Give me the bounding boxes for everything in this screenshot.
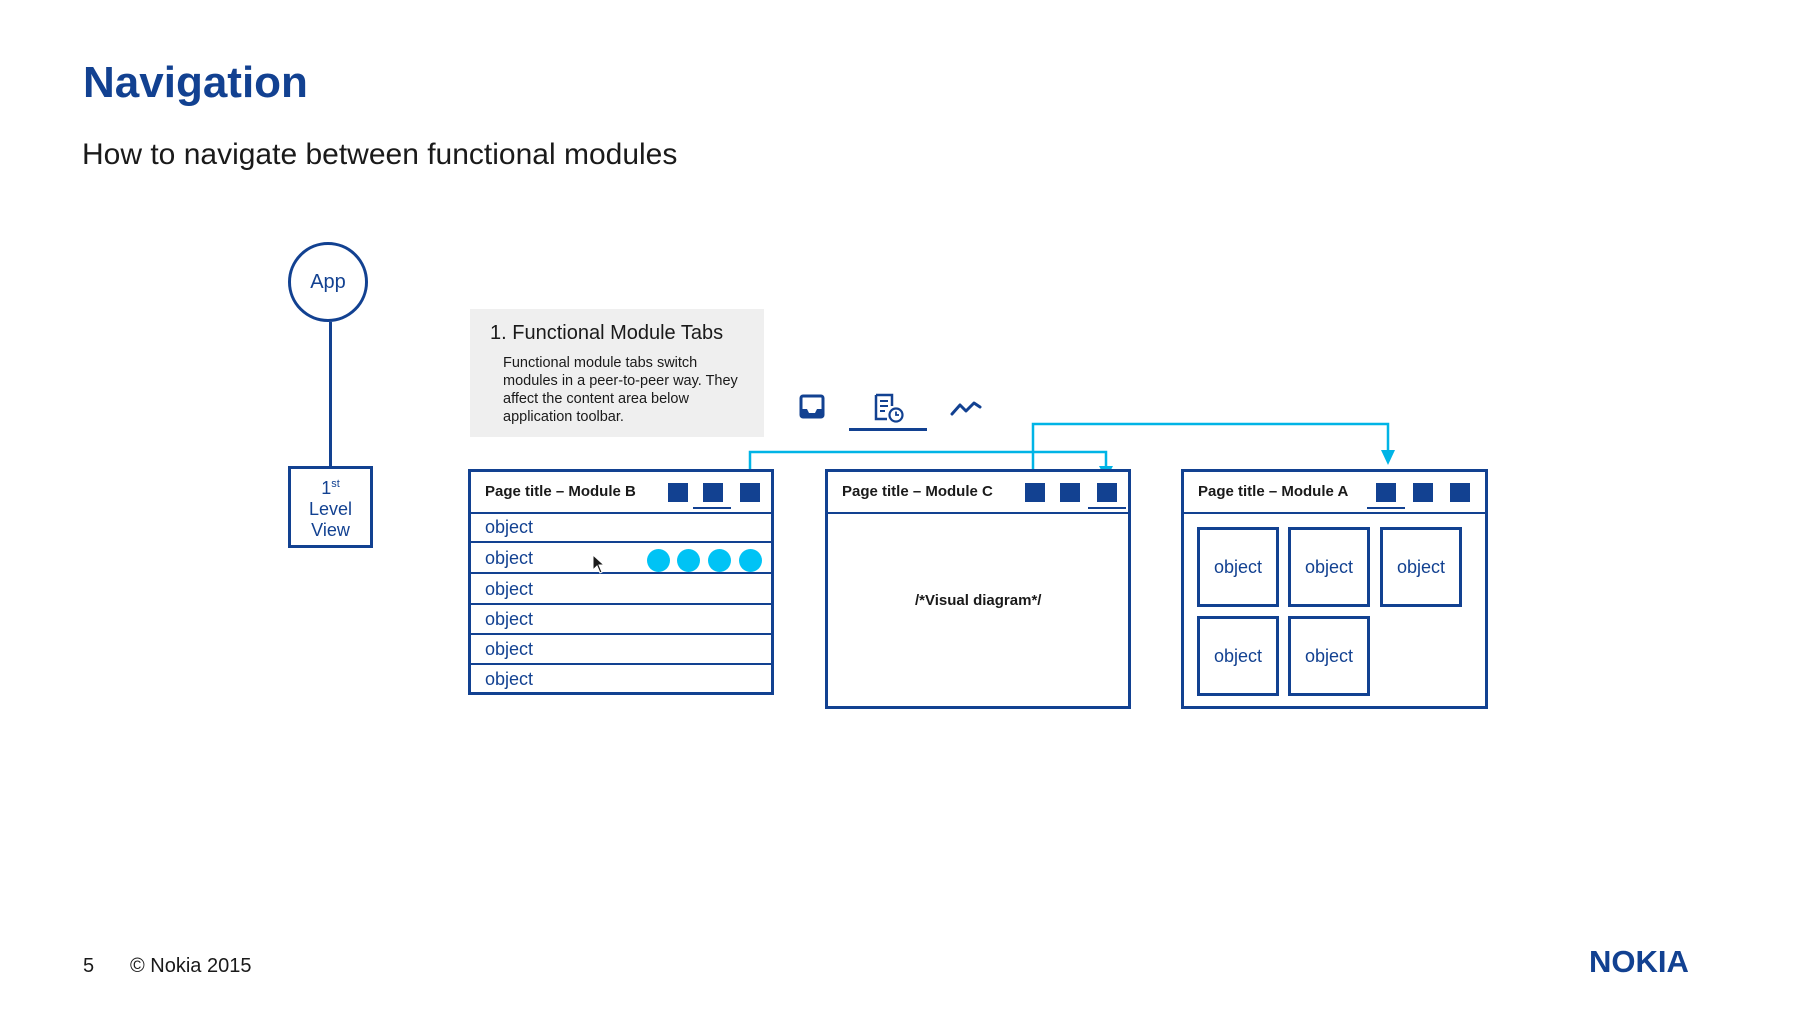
module-c-tab-2[interactable] bbox=[1060, 483, 1080, 502]
module-c-tab-1[interactable] bbox=[1025, 483, 1045, 502]
page-number: 5 bbox=[83, 955, 95, 977]
visual-diagram-placeholder: /*Visual diagram*/ bbox=[915, 592, 1042, 609]
list-item-label: object bbox=[485, 609, 534, 629]
list-item-label: object bbox=[485, 517, 534, 537]
module-a-title: Page title – Module A bbox=[1198, 483, 1349, 500]
list-item-label: object bbox=[485, 639, 534, 659]
module-c-tab-3[interactable] bbox=[1097, 483, 1117, 502]
list-item[interactable]: object bbox=[471, 665, 771, 695]
list-item-label: object bbox=[485, 669, 534, 689]
module-b-tab-1[interactable] bbox=[668, 483, 688, 502]
page-subtitle: How to navigate between functional modul… bbox=[82, 138, 678, 171]
first-level-view-node: 1st Level View bbox=[288, 466, 373, 548]
object-tile-label: object bbox=[1213, 556, 1263, 577]
object-tile-label: object bbox=[1304, 645, 1354, 666]
action-dot[interactable] bbox=[647, 549, 670, 572]
module-a-tab-indicator bbox=[1367, 507, 1405, 509]
object-tile-label: object bbox=[1396, 556, 1446, 577]
list-item[interactable]: object bbox=[471, 635, 771, 665]
list-item[interactable]: object bbox=[471, 605, 771, 635]
object-tile[interactable]: object bbox=[1380, 527, 1462, 607]
info-callout: 1. Functional Module Tabs Functional mod… bbox=[470, 309, 764, 437]
level-line2: View bbox=[311, 519, 350, 540]
module-b-toolbar: Page title – Module B bbox=[471, 472, 771, 514]
level-number: 1 bbox=[321, 477, 332, 498]
page-title: Navigation bbox=[83, 58, 308, 107]
action-dot[interactable] bbox=[677, 549, 700, 572]
module-c-window: Page title – Module C /*Visual diagram*/ bbox=[825, 469, 1131, 709]
cursor-icon bbox=[592, 554, 606, 574]
list-item-label: object bbox=[485, 548, 534, 568]
module-c-tab-indicator bbox=[1088, 507, 1126, 509]
object-tile-label: object bbox=[1213, 645, 1263, 666]
list-item[interactable]: object bbox=[471, 575, 771, 605]
app-node-label: App bbox=[310, 270, 346, 293]
list-item[interactable]: object bbox=[471, 544, 771, 574]
module-a-window: Page title – Module A object object obje… bbox=[1181, 469, 1488, 709]
navigation-arrows bbox=[748, 422, 1395, 476]
trend-line-icon[interactable] bbox=[950, 398, 982, 418]
document-clock-icon[interactable] bbox=[873, 392, 907, 424]
module-a-tab-1[interactable] bbox=[1376, 483, 1396, 502]
module-a-toolbar: Page title – Module A bbox=[1184, 472, 1485, 514]
info-description: Functional module tabs switch modules in… bbox=[503, 355, 738, 425]
object-tile-label: object bbox=[1304, 556, 1354, 577]
module-a-tab-3[interactable] bbox=[1450, 483, 1470, 502]
object-tile[interactable]: object bbox=[1197, 616, 1279, 696]
object-tile[interactable]: object bbox=[1288, 616, 1370, 696]
module-c-toolbar: Page title – Module C bbox=[828, 472, 1128, 514]
object-tile[interactable]: object bbox=[1197, 527, 1279, 607]
arrow-head-to-module-a bbox=[1381, 450, 1395, 465]
module-b-tab-2[interactable] bbox=[703, 483, 723, 502]
copyright: © Nokia 2015 bbox=[130, 955, 252, 977]
active-tab-indicator bbox=[849, 428, 927, 431]
app-node: App bbox=[288, 242, 368, 322]
level-line1: Level bbox=[308, 498, 353, 519]
module-a-tab-2[interactable] bbox=[1413, 483, 1433, 502]
object-tile[interactable]: object bbox=[1288, 527, 1370, 607]
list-item[interactable]: object bbox=[471, 513, 771, 543]
module-b-title: Page title – Module B bbox=[485, 483, 636, 500]
module-b-tab-indicator bbox=[693, 507, 731, 509]
tree-connector bbox=[329, 322, 332, 467]
module-c-title: Page title – Module C bbox=[842, 483, 993, 500]
module-b-window: Page title – Module B object object obje… bbox=[468, 469, 774, 695]
inbox-icon[interactable] bbox=[799, 394, 827, 420]
list-item-label: object bbox=[485, 579, 534, 599]
level-suffix: st bbox=[331, 477, 340, 490]
info-title: 1. Functional Module Tabs bbox=[490, 322, 724, 344]
action-dot[interactable] bbox=[708, 549, 731, 572]
module-b-tab-3[interactable] bbox=[740, 483, 760, 502]
action-dot[interactable] bbox=[739, 549, 762, 572]
level-ordinal: 1st bbox=[321, 474, 340, 499]
nokia-logo: NOKIA bbox=[1589, 944, 1689, 979]
